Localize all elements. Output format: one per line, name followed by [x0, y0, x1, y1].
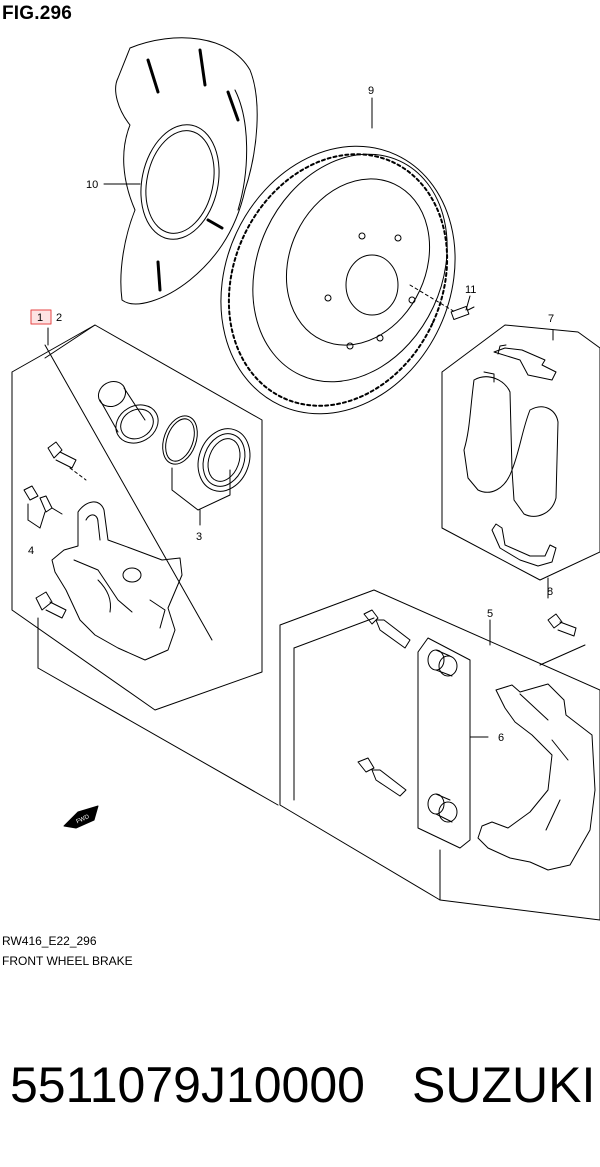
- brand-name: SUZUKI: [412, 1057, 596, 1113]
- caliper-carrier-box: [279, 589, 600, 921]
- brake-disc: [220, 145, 456, 415]
- guide-boot-lower: [427, 793, 458, 823]
- figure-code: RW416_E22_296: [2, 934, 97, 948]
- figure-caption: FRONT WHEEL BRAKE: [2, 954, 133, 968]
- leader-lines: [103, 97, 489, 738]
- dust-shield: [115, 37, 258, 305]
- forward-direction-arrow: FWD: [63, 805, 99, 829]
- figure-title: FIG.296: [2, 3, 73, 24]
- callout-9: 9: [368, 85, 374, 97]
- part-number: 5511079J10000: [10, 1057, 365, 1113]
- callout-10: 10: [86, 179, 98, 191]
- brake-pad-left: [463, 371, 513, 493]
- caliper-assembly-box: [11, 324, 263, 711]
- callout-1-highlight: [30, 309, 52, 325]
- callout-8: 8: [547, 586, 553, 598]
- callout-2: 2: [56, 312, 62, 324]
- guide-pin-upper: [363, 609, 411, 649]
- fwd-label: FWD: [76, 814, 92, 825]
- boot-box: [417, 637, 471, 849]
- guide-bolt-lower: [35, 591, 67, 619]
- pad-shim-upper: [493, 344, 557, 381]
- guide-pin-lower: [357, 757, 407, 797]
- leader-lines-caliper: [37, 327, 279, 806]
- callout-4: 4: [28, 545, 34, 557]
- disc-screw: [409, 284, 475, 320]
- guide-boot-upper: [427, 649, 458, 677]
- bleeder-screw: [23, 485, 63, 529]
- callout-3: 3: [196, 531, 202, 543]
- callout-1: 1: [37, 312, 43, 324]
- callout-6: 6: [498, 732, 504, 744]
- product-banner: 5511079J10000 SUZUKI: [0, 1040, 600, 1130]
- callout-5: 5: [487, 608, 493, 620]
- pad-set-box: [441, 324, 600, 599]
- bolt-8: [547, 613, 577, 637]
- caliper-body: [51, 501, 183, 661]
- guide-bolt-upper: [47, 441, 87, 481]
- brake-pad-right: [511, 406, 559, 517]
- callout-11: 11: [465, 284, 476, 296]
- caliper-piston: [97, 380, 159, 444]
- callout-7: 7: [548, 313, 554, 325]
- piston-seal-set: [162, 415, 251, 511]
- caliper-carrier: [477, 683, 596, 871]
- pad-shim-lower: [491, 523, 557, 567]
